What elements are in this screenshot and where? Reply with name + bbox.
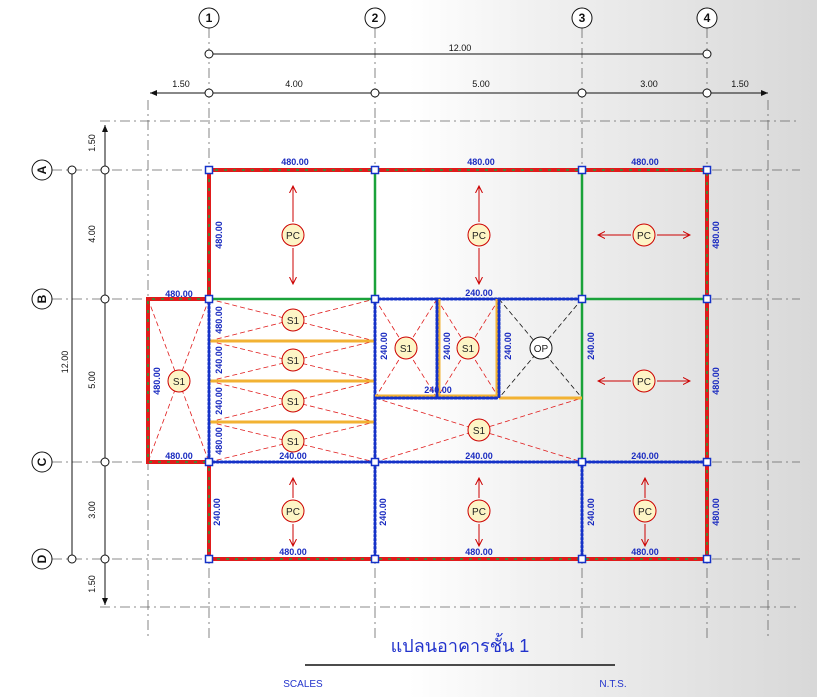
beam-label: 480.00	[631, 547, 659, 557]
beam-label: 240.00	[442, 332, 452, 360]
beam-label: 240.00	[586, 332, 596, 360]
beam-label: 480.00	[631, 157, 659, 167]
column-bubble-3	[571, 7, 593, 29]
slab-label-s1-1: S1	[173, 377, 186, 388]
pc-arrows	[293, 186, 690, 546]
slab-label-s1-6: S1	[400, 344, 413, 355]
dim-top-seg-5: 1.50	[731, 79, 749, 89]
dim-left-total: 12.00	[60, 351, 70, 374]
row-bubble-B	[31, 288, 53, 310]
slab-label-pc-3: PC	[637, 231, 651, 242]
scale-value: N.T.S.	[599, 679, 626, 690]
beam-label: 240.00	[379, 332, 389, 360]
beam-label: 480.00	[214, 427, 224, 455]
green-beams	[209, 170, 707, 462]
beam-label: 480.00	[711, 221, 721, 249]
row-label-A: A	[35, 165, 49, 174]
column-nodes	[204, 165, 712, 564]
perimeter-beams-red	[146, 168, 709, 561]
slab-label-pc-6: PC	[472, 507, 486, 518]
dim-left-seg-4: 3.00	[87, 501, 97, 519]
row-label-C: C	[35, 457, 49, 466]
slab-label-pc-7: PC	[638, 507, 652, 518]
top-dimensions	[150, 53, 768, 96]
beam-label: 480.00	[214, 306, 224, 334]
dim-top-seg-1: 1.50	[172, 79, 190, 89]
column-bubbles	[198, 7, 718, 29]
beam-label: 480.00	[165, 451, 193, 461]
slab-label-pc-5: PC	[286, 507, 300, 518]
scale-label: SCALES	[283, 679, 323, 690]
dim-top-seg-3: 5.00	[472, 79, 490, 89]
opening-bubble	[529, 336, 553, 360]
row-bubble-A	[31, 159, 53, 181]
slab-label-s1-7: S1	[462, 344, 475, 355]
row-bubble-D	[31, 548, 53, 570]
dim-top-seg-4: 3.00	[640, 79, 658, 89]
plan-title: แปลนอาคารชั้น 1	[391, 633, 530, 656]
slab-label-pc-4: PC	[637, 377, 651, 388]
slab-label-s1-4: S1	[287, 397, 300, 408]
slab-label-op: OP	[534, 344, 549, 355]
column-bubble-2	[364, 7, 386, 29]
column-label-3: 3	[579, 11, 586, 25]
beam-label: 240.00	[424, 385, 452, 395]
slab-bubbles	[167, 223, 657, 523]
beam-label: 480.00	[214, 221, 224, 249]
slab-label-s1-8: S1	[473, 426, 486, 437]
perimeter-beams-green-dash	[147, 169, 708, 560]
dim-left-seg-1: 1.50	[87, 134, 97, 152]
slab-label-s1-5: S1	[287, 437, 300, 448]
beam-label: 480.00	[711, 367, 721, 395]
beam-label: 480.00	[165, 289, 193, 299]
beam-label: 480.00	[711, 498, 721, 526]
dim-left-seg-2: 4.00	[87, 225, 97, 243]
yellow-beams	[209, 339, 582, 424]
beam-label: 480.00	[279, 547, 307, 557]
beam-label: 240.00	[586, 498, 596, 526]
beam-label: 480.00	[152, 367, 162, 395]
row-label-B: B	[35, 294, 49, 303]
dim-top-seg-2: 4.00	[285, 79, 303, 89]
beam-label: 480.00	[281, 157, 309, 167]
beam-label: 480.00	[467, 157, 495, 167]
column-label-1: 1	[206, 11, 213, 25]
row-bubble-C	[31, 451, 53, 473]
column-bubble-1	[198, 7, 220, 29]
beam-label: 480.00	[465, 547, 493, 557]
dim-left-seg-5: 1.50	[87, 575, 97, 593]
beam-label: 240.00	[503, 332, 513, 360]
column-bubble-4	[696, 7, 718, 29]
beam-label: 240.00	[214, 346, 224, 374]
beam-label: 240.00	[214, 387, 224, 415]
slab-label-s1-3: S1	[287, 356, 300, 367]
beam-label: 240.00	[378, 498, 388, 526]
slab-label-pc-1: PC	[286, 231, 300, 242]
beam-label: 240.00	[465, 288, 493, 298]
column-label-2: 2	[372, 11, 379, 25]
beam-label: 240.00	[212, 498, 222, 526]
row-label-D: D	[35, 554, 49, 563]
dim-top-total: 12.00	[449, 43, 472, 53]
row-bubbles	[31, 159, 53, 570]
column-label-4: 4	[704, 11, 711, 25]
slab-label-s1-2: S1	[287, 316, 300, 327]
grid-lines	[52, 28, 800, 640]
left-dimensions	[71, 125, 108, 605]
dim-left-seg-3: 5.00	[87, 371, 97, 389]
blue-beams	[207, 297, 709, 561]
beam-label: 240.00	[465, 451, 493, 461]
beam-label: 240.00	[631, 451, 659, 461]
beam-label: 240.00	[279, 451, 307, 461]
slab-label-pc-2: PC	[472, 231, 486, 242]
